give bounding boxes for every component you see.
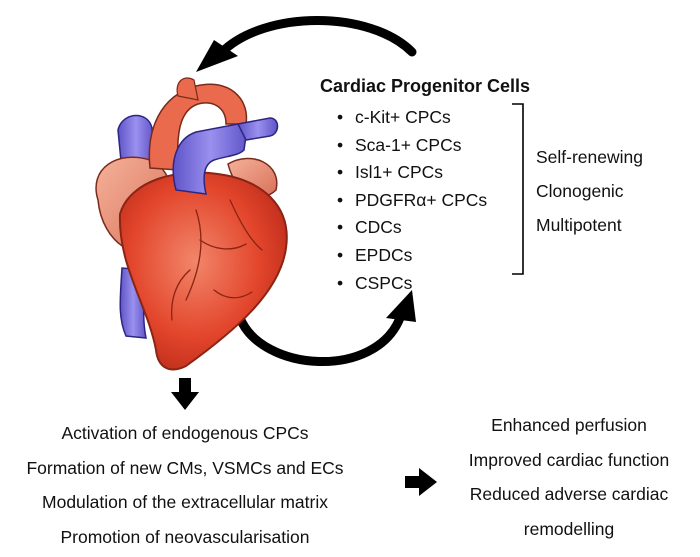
list-item: PDGFRα+ CPCs [337,187,487,215]
outcome-remodelling-line1: Reduced adverse cardiac [469,484,669,504]
cpc-cell-type-list: c-Kit+ CPCs Sca-1+ CPCs Isl1+ CPCs PDGFR… [337,104,487,297]
effect-modulation: Modulation of the extracellular matrix [42,492,328,512]
cpc-properties: Self-renewing Clonogenic Multipotent [536,140,643,242]
outcome-cardiac-function: Improved cardiac function [468,449,670,470]
effect-formation: Formation of new CMs, VSMCs and ECs [26,457,344,478]
arrow-down-icon [171,378,199,410]
property-clonogenic: Clonogenic [536,181,624,201]
list-item: c-Kit+ CPCs [337,104,487,132]
list-item: EPDCs [337,242,487,270]
outcome-remodelling-line2: remodelling [523,518,615,539]
list-item: CSPCs [337,270,487,298]
property-self-renewing: Self-renewing [536,147,643,167]
list-item: Sca-1+ CPCs [337,132,487,160]
cpc-effects: Activation of endogenous CPCs Formation … [0,416,370,554]
effect-promotion: Promotion of neovascularisation [60,526,310,547]
property-multipotent: Multipotent [536,215,622,235]
arrow-right-icon [405,468,437,496]
outcome-perfusion: Enhanced perfusion [491,415,647,435]
list-item: CDCs [337,214,487,242]
heart-icon [95,77,288,371]
cycle-arrow-top-icon [196,16,417,72]
cpc-outcomes: Enhanced perfusion Improved cardiac func… [446,408,692,546]
cycle-arrow-bottom-icon [235,290,416,366]
cpc-title: Cardiac Progenitor Cells [320,76,531,96]
list-item: Isl1+ CPCs [337,159,487,187]
effect-activation: Activation of endogenous CPCs [61,423,309,443]
cpc-bracket [512,103,524,275]
